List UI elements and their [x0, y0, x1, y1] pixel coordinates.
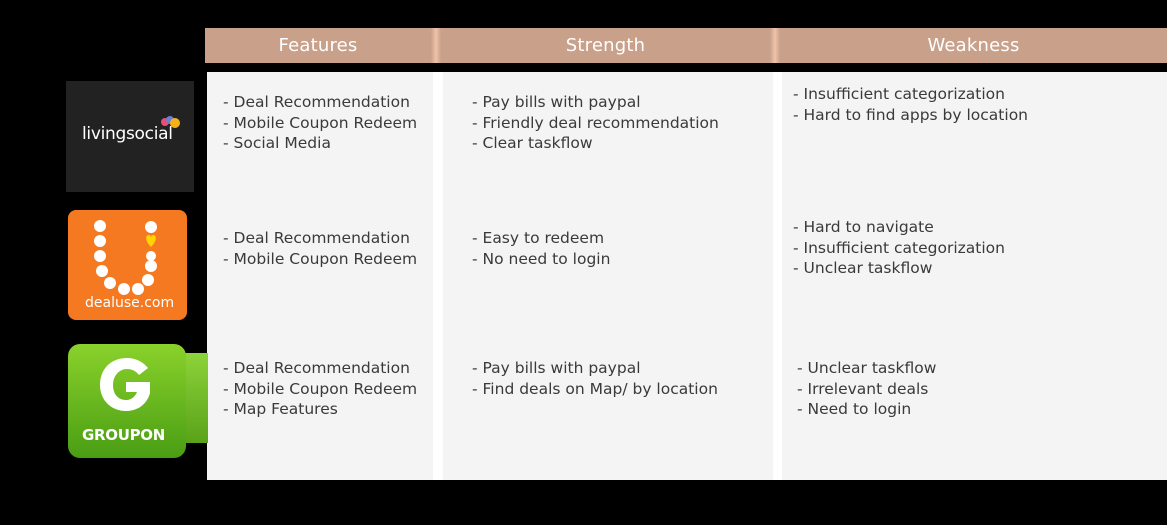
list-item: - Pay bills with paypal	[472, 93, 641, 111]
list-item: - Deal Recommendation	[223, 359, 410, 377]
dealuse-logo: dealuse.com	[68, 210, 187, 320]
livingsocial-wordmark: livingsocial	[82, 124, 173, 144]
header-strength: Strength	[441, 28, 770, 63]
list-item: - Mobile Coupon Redeem	[223, 249, 418, 268]
dealuse-wordmark: dealuse.com	[85, 295, 175, 311]
strength-column	[443, 72, 773, 480]
groupon-tab	[184, 353, 208, 443]
groupon-g-icon	[100, 358, 150, 411]
row-1-weakness: - Insufficient categorization - Hard to …	[793, 84, 1028, 125]
list-item: - No need to login	[472, 249, 611, 268]
livingsocial-logo: livingsocial	[66, 81, 194, 192]
column-separator	[433, 72, 443, 480]
list-item: - Friendly deal recommendation	[472, 113, 719, 132]
header-divider	[770, 28, 780, 63]
column-separator	[773, 72, 783, 480]
row-3-features: - Deal Recommendation - Mobile Coupon Re…	[223, 358, 417, 420]
list-item: - Deal Recommendation	[223, 229, 410, 247]
row-3-strength: - Pay bills with paypal - Find deals on …	[472, 358, 718, 399]
comparison-table: - Deal Recommendation - Mobile Coupon Re…	[207, 72, 1167, 480]
row-2-strength: - Easy to redeem - No need to login	[472, 228, 610, 269]
list-item: - Irrelevant deals	[797, 379, 929, 398]
dealuse-u-icon	[94, 220, 157, 295]
list-item: - Deal Recommendation	[223, 93, 410, 111]
list-item: - Unclear taskflow	[797, 359, 937, 377]
list-item: - Map Features	[223, 400, 338, 418]
list-item: - Clear taskflow	[472, 134, 593, 152]
list-item: - Hard to find apps by location	[793, 105, 1028, 124]
list-item: - Mobile Coupon Redeem	[223, 113, 418, 132]
groupon-wordmark: GROUPON	[82, 426, 165, 444]
row-1-strength: - Pay bills with paypal - Friendly deal …	[472, 92, 719, 154]
list-item: - Hard to navigate	[793, 218, 934, 236]
features-column	[207, 72, 433, 480]
list-item: - Unclear taskflow	[793, 259, 933, 277]
weakness-column	[782, 72, 1167, 480]
header-weakness: Weakness	[780, 28, 1167, 63]
row-3-weakness: - Unclear taskflow - Irrelevant deals - …	[797, 358, 936, 420]
list-item: - Insufficient categorization	[793, 85, 1005, 103]
row-1-features: - Deal Recommendation - Mobile Coupon Re…	[223, 92, 417, 154]
list-item: - Insufficient categorization	[793, 238, 1005, 257]
list-item: - Easy to redeem	[472, 229, 605, 247]
livingsocial-dots-icon	[161, 116, 180, 128]
header-divider	[431, 28, 441, 63]
row-2-features: - Deal Recommendation - Mobile Coupon Re…	[223, 228, 417, 269]
header-features: Features	[205, 28, 431, 63]
list-item: - Mobile Coupon Redeem	[223, 379, 418, 398]
groupon-logo: GROUPON	[68, 344, 186, 458]
list-item: - Pay bills with paypal	[472, 359, 641, 377]
list-item: - Need to login	[797, 400, 912, 418]
list-item: - Find deals on Map/ by location	[472, 379, 718, 398]
row-2-weakness: - Hard to navigate - Insufficient catego…	[793, 217, 1005, 279]
list-item: - Social Media	[223, 134, 331, 152]
